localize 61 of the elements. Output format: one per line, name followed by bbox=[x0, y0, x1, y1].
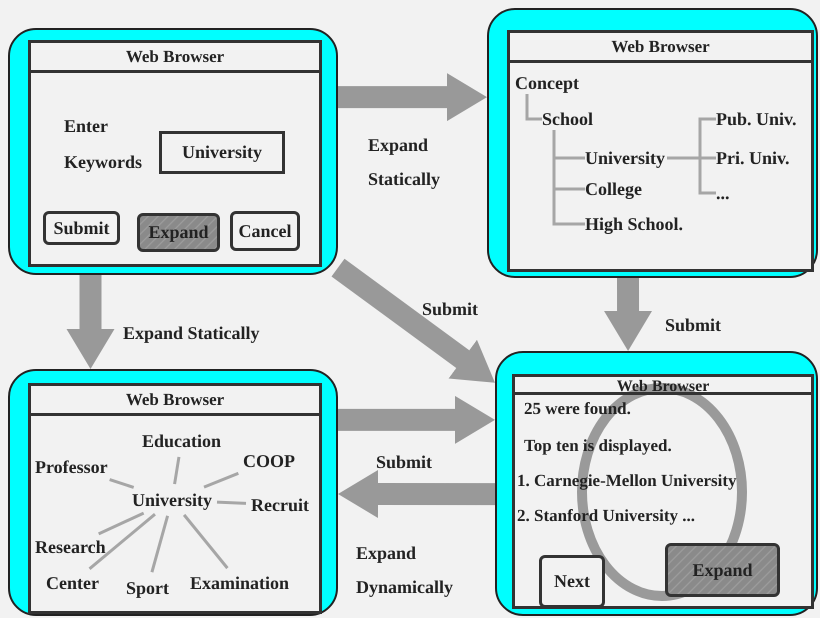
connector-line bbox=[109, 478, 134, 489]
browser-window bbox=[512, 374, 814, 609]
edge-label: Submit bbox=[422, 298, 478, 321]
result-item: 2. Stanford University ... bbox=[517, 505, 696, 527]
result-text: 25 were found. bbox=[524, 398, 631, 420]
keyword-label: Examination bbox=[190, 572, 290, 594]
window-title: Web Browser bbox=[126, 46, 224, 68]
screen-panel bbox=[8, 28, 338, 275]
expand-button: Expand bbox=[665, 543, 780, 597]
block-arrow bbox=[331, 258, 495, 383]
tree-item: Concept bbox=[515, 72, 579, 94]
keyword-label: Center bbox=[46, 572, 99, 594]
field-label: Enter Keywords bbox=[64, 115, 143, 174]
edge-label: Expand Dynamically bbox=[356, 542, 454, 599]
window-title: Web Browser bbox=[616, 378, 710, 394]
browser-window bbox=[507, 30, 814, 272]
keyword-label: Recruit bbox=[251, 494, 309, 516]
window-title: Web Browser bbox=[611, 36, 710, 58]
tree-item: High School. bbox=[585, 213, 684, 235]
edge-label: Expand Statically bbox=[368, 134, 441, 191]
connector-line bbox=[216, 500, 246, 505]
connector-line bbox=[98, 512, 144, 536]
screen-panel bbox=[8, 369, 338, 616]
window-title: Web Browser bbox=[126, 388, 224, 411]
connector-line bbox=[150, 515, 170, 573]
connector-line bbox=[526, 94, 542, 120]
keyword-label: Professor bbox=[35, 456, 108, 478]
browser-window bbox=[28, 383, 322, 614]
block-arrow bbox=[338, 470, 495, 518]
keyword-label: Research bbox=[35, 536, 106, 558]
connector-line bbox=[88, 513, 156, 570]
block-arrow bbox=[66, 275, 114, 369]
keyword-label: Sport bbox=[126, 577, 170, 599]
connector-line bbox=[667, 156, 716, 194]
tree-item: Pri. Univ. bbox=[716, 147, 790, 169]
keyword-label: University bbox=[132, 489, 212, 511]
edge-label: Expand Statically bbox=[123, 322, 260, 345]
result-item: 1. Carnegie-Mellon University bbox=[517, 470, 737, 492]
connector-line bbox=[182, 514, 229, 570]
browser-window bbox=[28, 40, 322, 267]
edge-label: Submit bbox=[376, 451, 432, 474]
tree-item: College bbox=[585, 178, 642, 200]
block-arrow bbox=[338, 396, 495, 444]
screen-panel bbox=[495, 351, 818, 616]
tree-item: ... bbox=[716, 182, 730, 204]
next-button: Next bbox=[539, 555, 605, 608]
input-field: University bbox=[159, 131, 285, 174]
expand-button: Expand bbox=[137, 213, 220, 252]
keyword-label: COOP bbox=[243, 450, 295, 472]
connector-line bbox=[173, 456, 180, 484]
block-arrow bbox=[604, 278, 652, 351]
screen-panel bbox=[487, 8, 818, 278]
edge-label: Submit bbox=[665, 314, 722, 337]
keyword-label: Education bbox=[142, 430, 222, 452]
tree-item: University bbox=[585, 147, 665, 169]
cancel-button: Cancel bbox=[230, 211, 300, 251]
submit-button: Submit bbox=[43, 211, 120, 245]
tree-item: School bbox=[542, 108, 594, 130]
tree-item: Pub. Univ. bbox=[716, 108, 797, 130]
block-arrow bbox=[338, 73, 487, 122]
connector-line bbox=[203, 472, 239, 489]
